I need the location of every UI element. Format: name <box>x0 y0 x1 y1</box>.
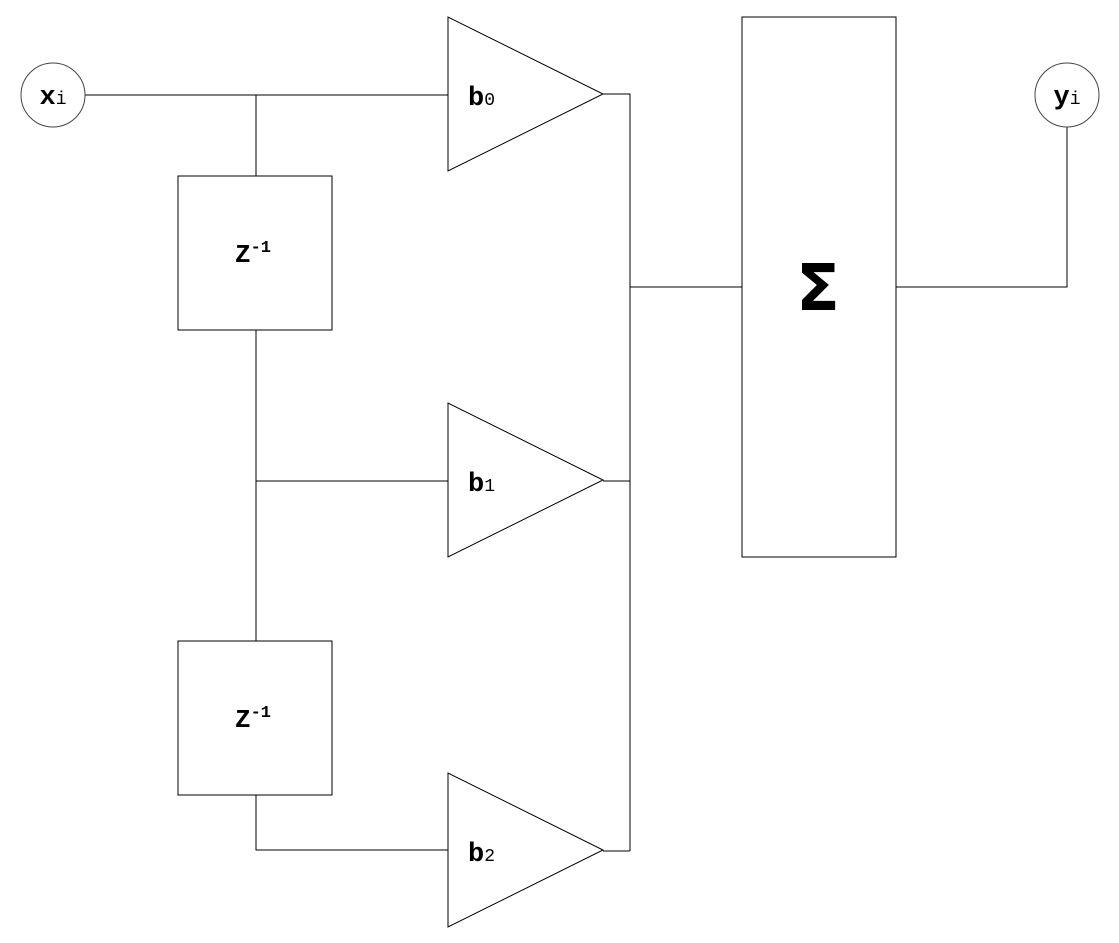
input-node: xi <box>20 62 86 128</box>
delay-2-main: Z <box>235 705 251 735</box>
summer-block: Σ <box>741 16 897 558</box>
gain-b2-subscript: 2 <box>484 847 495 867</box>
input-main-letter: x <box>39 83 55 113</box>
delay-1-main: Z <box>235 240 251 270</box>
delay-block-2-box <box>177 640 333 796</box>
gain-b1-subscript: 1 <box>484 477 495 497</box>
gain-b0-subscript: 0 <box>484 91 495 111</box>
delay-block-1-label: Z-1 <box>235 239 271 270</box>
gain-b0-main: b <box>468 84 484 114</box>
summer-sigma-symbol: Σ <box>796 252 840 326</box>
output-main-letter: y <box>1053 83 1069 113</box>
connection-wires <box>85 93 1068 852</box>
gain-b0-label: b0 <box>468 84 495 114</box>
input-node-label: xi <box>39 83 66 113</box>
output-node: yi <box>1034 62 1100 128</box>
summer-block-box <box>741 16 897 558</box>
gain-b1-main: b <box>468 470 484 500</box>
delay-block-1: Z-1 <box>177 175 333 331</box>
gain-b0: b0 <box>447 16 605 172</box>
wire-summer-to-output <box>896 126 1068 288</box>
output-subscript: i <box>1070 90 1081 110</box>
output-node-circle <box>1034 62 1100 128</box>
output-node-label: yi <box>1053 83 1080 113</box>
gain-b2-label: b2 <box>468 840 495 870</box>
delay-block-1-box <box>177 175 333 331</box>
gain-b2-main: b <box>468 840 484 870</box>
gain-b2: b2 <box>447 772 605 928</box>
delay-block-2-label: Z-1 <box>235 704 271 735</box>
wire-delay2-to-b2 <box>255 795 448 851</box>
delay-2-superscript: -1 <box>251 704 271 723</box>
gain-b0-triangle <box>447 16 605 172</box>
delay-1-superscript: -1 <box>251 239 271 258</box>
gain-b1: b1 <box>447 402 605 558</box>
gain-b2-triangle <box>447 772 605 928</box>
input-subscript: i <box>56 90 67 110</box>
delay-block-2: Z-1 <box>177 640 333 796</box>
gain-b1-label: b1 <box>468 470 495 500</box>
input-node-circle <box>20 62 86 128</box>
wire-b0-to-bus <box>603 93 631 851</box>
gain-b1-triangle <box>447 402 605 558</box>
